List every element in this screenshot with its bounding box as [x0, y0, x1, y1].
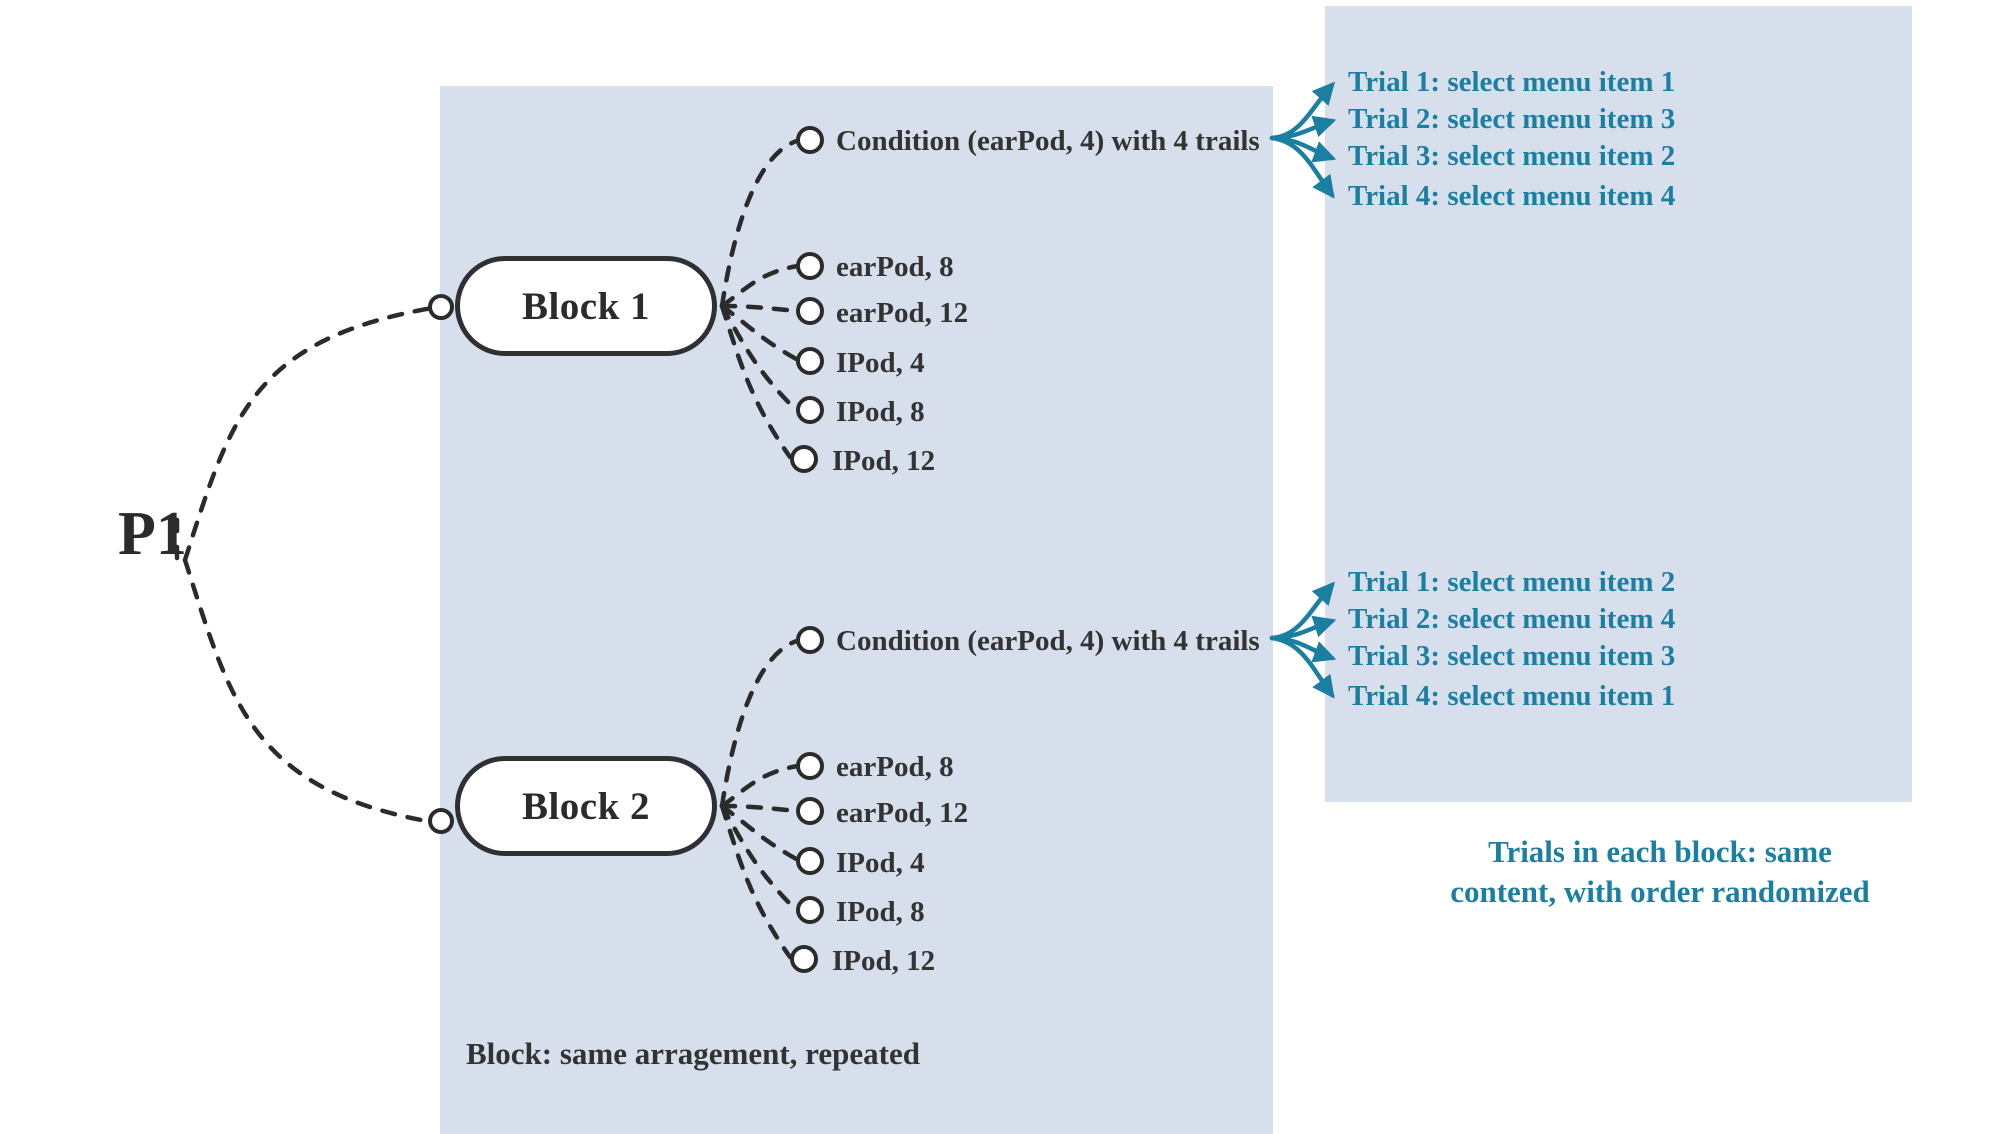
- leaf-label: IPod, 8: [836, 396, 925, 428]
- trials-caption: Trials in each block: same content, with…: [1380, 832, 1940, 911]
- trial-arrow: [1269, 81, 1335, 141]
- trial-item: Trial 2: select menu item 3: [1348, 103, 1676, 135]
- trial-arrow: [1269, 135, 1335, 199]
- block-node-2[interactable]: Block 2: [455, 756, 717, 856]
- leaf-label: IPod, 4: [836, 347, 925, 379]
- trial-arrow: [1269, 581, 1335, 641]
- leaf-label: earPod, 12: [836, 297, 969, 329]
- leaf-label: earPod, 8: [836, 751, 954, 783]
- trial-arrow: [1269, 635, 1337, 663]
- trial-arrow: [1269, 635, 1335, 699]
- trial-item: Trial 4: select menu item 1: [1348, 680, 1676, 712]
- condition-label-block-1: Condition (earPod, 4) with 4 trails: [836, 125, 1260, 157]
- trial-item: Trial 1: select menu item 2: [1348, 566, 1676, 598]
- leaf-label: IPod, 12: [832, 945, 936, 977]
- trials-caption-line-1: Trials in each block: same: [1488, 834, 1832, 869]
- trials-caption-line-2: content, with order randomized: [1450, 873, 1870, 909]
- leaf-label: IPod, 8: [836, 896, 925, 928]
- block-caption: Block: same arragement, repeated: [466, 1036, 920, 1071]
- trial-item: Trial 1: select menu item 1: [1348, 66, 1676, 98]
- block-node-1[interactable]: Block 1: [455, 256, 717, 356]
- trial-item: Trial 2: select menu item 4: [1348, 603, 1676, 635]
- participant-label: P1: [118, 500, 187, 568]
- trial-arrow: [1269, 135, 1337, 163]
- trial-item: Trial 3: select menu item 2: [1348, 140, 1676, 172]
- trial-arrow: [1269, 115, 1337, 141]
- trial-item: Trial 3: select menu item 3: [1348, 640, 1676, 672]
- leaf-label: IPod, 4: [836, 847, 925, 879]
- trial-item: Trial 4: select menu item 4: [1348, 180, 1676, 212]
- trial-arrow: [1269, 615, 1337, 641]
- trial-list-panel: [1325, 6, 1912, 802]
- leaf-label: IPod, 12: [832, 445, 936, 477]
- leaf-label: earPod, 12: [836, 797, 969, 829]
- leaf-label: earPod, 8: [836, 251, 954, 283]
- condition-label-block-2: Condition (earPod, 4) with 4 trails: [836, 625, 1260, 657]
